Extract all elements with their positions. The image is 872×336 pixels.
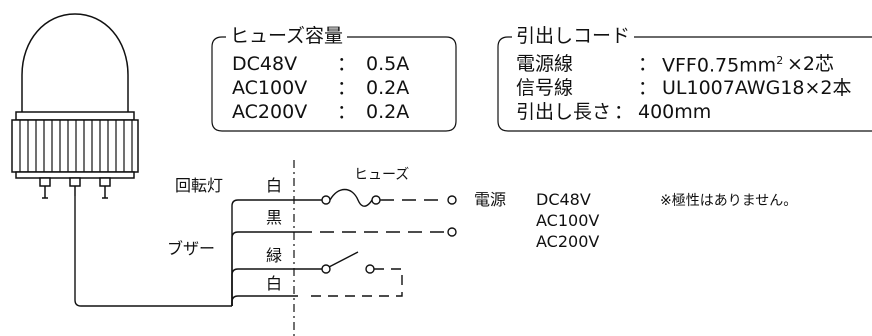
fuse-row-value: 0.2A [366, 101, 410, 123]
buzzer-label: ブザー [167, 239, 216, 258]
cord-box-border [497, 36, 872, 132]
fuse-label: ヒューズ [354, 167, 410, 183]
wire-color-green: 緑 [266, 246, 283, 265]
voltage-label: AC200V [536, 232, 600, 251]
cord-row-label: 引出し長さ [516, 101, 612, 123]
fuse-row-label: AC200V [232, 101, 308, 123]
cord-row-value: UL1007AWG18×2本 [662, 77, 852, 99]
voltage-label: DC48V [536, 190, 591, 209]
fuse-box-title: ヒューズ容量 [226, 27, 348, 46]
cord-row-label: 電源線 [516, 53, 574, 75]
rotating-lamp-label: 回転灯 [175, 176, 224, 195]
cord-row-sep: ： [638, 53, 658, 75]
power-label: 電源 [474, 190, 507, 209]
fuse-row-value: 0.5A [366, 53, 410, 75]
fuse-row-sep: ： [337, 53, 357, 75]
voltage-label: AC100V [536, 211, 600, 230]
fuse-row-label: AC100V [232, 77, 308, 99]
fuse-row-sep: ： [337, 101, 357, 123]
fuse-row-value: 0.2A [366, 77, 410, 99]
cord-row-sep: ： [614, 101, 634, 123]
polarity-note: ※極性はありません。 [660, 193, 798, 209]
cord-row-sep: ： [638, 77, 658, 99]
cord-row-value: 400mm [638, 101, 712, 123]
fuse-row-sep: ： [337, 77, 357, 99]
lamp-illustration [11, 13, 139, 199]
superscript: 2 [776, 54, 784, 67]
fuse-box-border [211, 36, 457, 132]
external-circuit [298, 188, 457, 297]
fuse-row-label: DC48V [232, 53, 298, 75]
wire-color-white: 白 [266, 176, 283, 195]
cord-row-value: VFF0.75mm2 [662, 54, 784, 77]
wires [74, 196, 298, 307]
cord-row-label: 信号線 [516, 77, 574, 99]
wire-color-white: 白 [266, 274, 283, 293]
wire-color-black: 黒 [266, 208, 283, 227]
cord-box-title: 引出しコード [512, 27, 635, 46]
cord-row-extra: ×2芯 [787, 53, 835, 75]
